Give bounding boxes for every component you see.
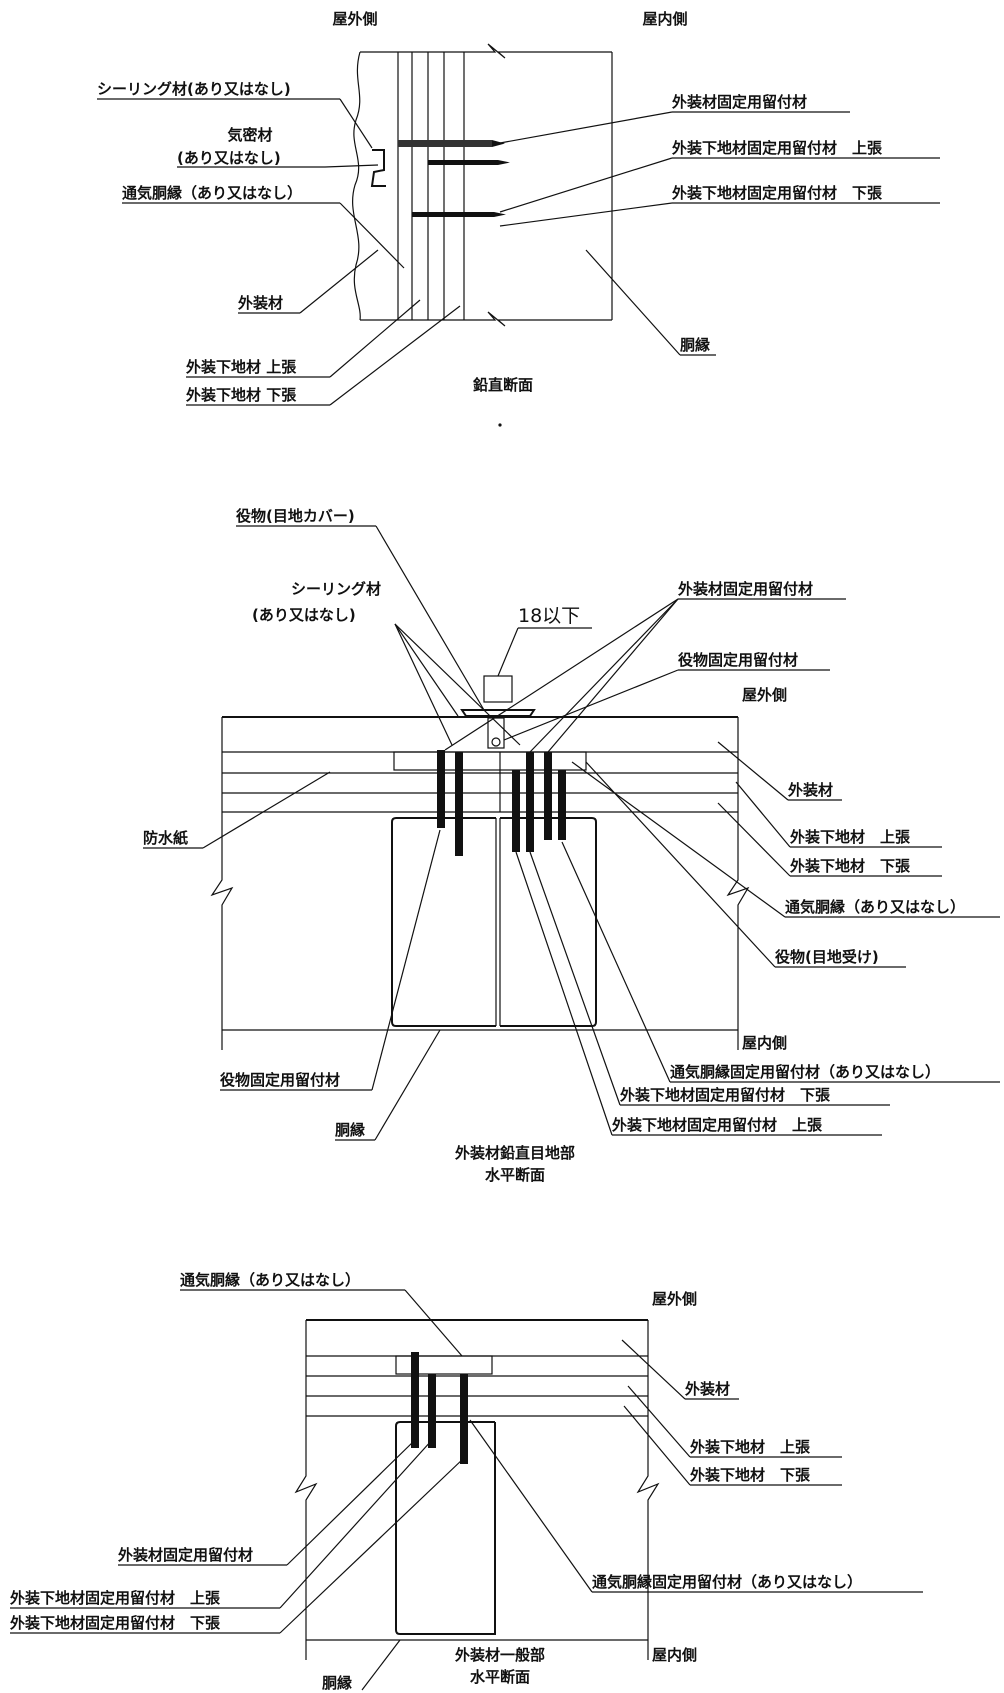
vs-fastener-sub-lower-label: 外装下地材固定用留付材 下張 <box>671 184 883 202</box>
js-screw-2 <box>455 752 463 856</box>
js-sub-upper-label: 外装下地材 上張 <box>789 828 911 846</box>
gs-fastener-sub-upper-label: 外装下地材固定用留付材 上張 <box>9 1589 221 1607</box>
vs-sealing-piece <box>370 149 386 187</box>
js-screw-6 <box>558 770 566 840</box>
gs-cladding-label: 外装材 <box>684 1380 730 1398</box>
js-fastener-cladding-label: 外装材固定用留付材 <box>677 580 813 598</box>
gs-sub-lower-label: 外装下地材 下張 <box>689 1466 811 1484</box>
joint-section: 18以下 役物(目地カバー) シーリング材 (あり又はなし) 外装材固定用留付材… <box>143 507 1000 1184</box>
js-joint-gap-box <box>483 675 513 703</box>
js-screw-1 <box>437 750 445 828</box>
gs-stud <box>395 1421 496 1635</box>
gs-screw-1 <box>411 1352 419 1448</box>
vertical-section: 屋外側 屋内側 シーリング材(あり又はなし) 気密材 (あり又はなし) 通気胴縁… <box>97 10 940 427</box>
gs-left-break <box>294 1320 318 1660</box>
js-outdoor-side-label: 屋外側 <box>742 686 787 704</box>
vs-bottom-break <box>360 311 612 327</box>
js-fastener-trim-label: 役物固定用留付材 <box>678 651 798 669</box>
js-fastener-sub-upper-label: 外装下地材固定用留付材 上張 <box>611 1116 823 1134</box>
vs-sub-upper-screw <box>428 160 498 165</box>
vs-sealing-label: シーリング材(あり又はなし) <box>97 80 291 98</box>
gs-caption-1: 外装材一般部 <box>454 1646 545 1664</box>
vs-top-break <box>360 43 612 59</box>
gs-fastener-sub-lower-label: 外装下地材固定用留付材 下張 <box>9 1614 221 1632</box>
js-fastener-vent-label: 通気胴縁固定用留付材（あり又はなし） <box>670 1063 940 1081</box>
gs-indoor-side-label: 屋内側 <box>652 1646 697 1664</box>
js-joint-receiver <box>393 751 587 771</box>
js-fastener-trim-left-label: 役物固定用留付材 <box>220 1071 340 1089</box>
gs-screws <box>411 1352 468 1464</box>
vs-cladding-break-line <box>352 51 361 321</box>
vs-vent-batten-label: 通気胴縁（あり又はなし） <box>122 184 302 202</box>
js-vent-batten-label: 通気胴縁（あり又はなし） <box>785 898 965 916</box>
vs-stud-label: 胴縁 <box>680 336 710 354</box>
gs-fastener-vent-label: 通気胴縁固定用留付材（あり又はなし） <box>592 1573 862 1591</box>
js-screw-5 <box>544 752 552 840</box>
gs-fastener-cladding-label: 外装材固定用留付材 <box>117 1546 253 1564</box>
vs-caption: 鉛直断面 <box>473 376 533 394</box>
gs-outdoor-side-label: 屋外側 <box>652 1290 697 1308</box>
gs-caption-2: 水平断面 <box>470 1668 530 1686</box>
js-joint-cover <box>460 709 536 717</box>
gs-vent-batten <box>395 1355 493 1375</box>
js-screws <box>437 750 566 856</box>
vs-outdoor-side-label: 屋外側 <box>332 10 377 28</box>
gs-vent-batten-label: 通気胴縁（あり又はなし） <box>180 1271 360 1289</box>
js-joint-receiver-label: 役物(目地受け) <box>775 948 879 966</box>
js-stud-right <box>500 817 597 1027</box>
js-sealing-label-2: (あり又はなし) <box>252 606 356 624</box>
vs-fastener-cladding-label: 外装材固定用留付材 <box>671 93 807 111</box>
js-cladding-label: 外装材 <box>787 781 833 799</box>
js-stud-left <box>391 817 496 1027</box>
gs-screw-3 <box>460 1374 468 1464</box>
js-sub-lower-label: 外装下地材 下張 <box>789 857 911 875</box>
general-section: 通気胴縁（あり又はなし） 屋外側 外装材 外装下地材 上張 外装下地材 下張 外… <box>9 1271 923 1692</box>
js-dimension-label: 18以下 <box>518 605 580 627</box>
js-screw-3 <box>512 770 520 852</box>
js-trim-body <box>487 717 505 749</box>
vs-sub-upper-label: 外装下地材 上張 <box>185 358 297 376</box>
js-right-break <box>726 717 750 1050</box>
js-sealing-label-1: シーリング材 <box>291 580 381 598</box>
js-fastener-sub-lower-label: 外装下地材固定用留付材 下張 <box>619 1086 831 1104</box>
js-stud-label: 胴縁 <box>335 1121 365 1139</box>
js-waterproof-label: 防水紙 <box>143 829 188 847</box>
js-caption-1: 外装材鉛直目地部 <box>454 1144 575 1162</box>
js-indoor-side-label: 屋内側 <box>742 1034 787 1052</box>
js-left-break <box>210 717 234 1050</box>
js-joint-cover-label: 役物(目地カバー) <box>236 507 355 525</box>
js-screw-4 <box>526 752 534 852</box>
vs-sub-lower-label: 外装下地材 下張 <box>185 386 297 404</box>
vs-airtight-label-1: 気密材 <box>227 126 272 144</box>
vs-sub-lower-screw <box>412 212 494 217</box>
gs-sub-upper-label: 外装下地材 上張 <box>689 1438 811 1456</box>
gs-screw-2 <box>428 1374 436 1448</box>
js-caption-2: 水平断面 <box>485 1166 545 1184</box>
gs-right-break <box>636 1320 660 1660</box>
vs-cladding-label: 外装材 <box>237 294 283 312</box>
vs-indoor-side-label: 屋内側 <box>642 10 687 28</box>
gs-stud-label: 胴縁 <box>322 1674 352 1692</box>
vs-airtight-label-2: (あり又はなし) <box>177 149 281 167</box>
vs-cladding-screw <box>398 140 492 147</box>
vs-fastener-sub-upper-label: 外装下地材固定用留付材 上張 <box>671 139 883 157</box>
